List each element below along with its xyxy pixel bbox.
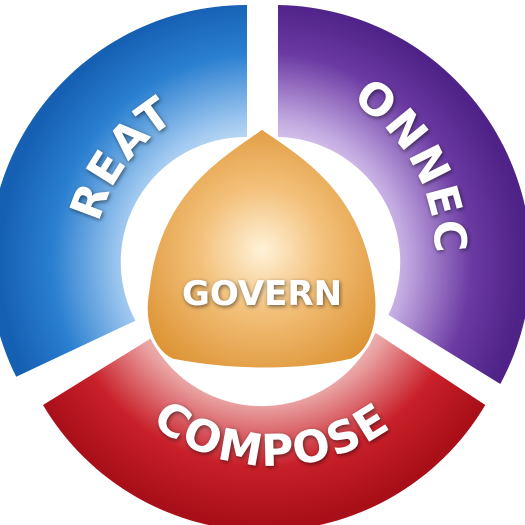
segment-create[interactable] xyxy=(0,4,247,377)
center-govern[interactable] xyxy=(144,126,379,371)
segment-compose[interactable] xyxy=(43,332,486,525)
segment-connect[interactable] xyxy=(278,5,525,384)
center-govern-label: GOVERN xyxy=(182,274,342,314)
